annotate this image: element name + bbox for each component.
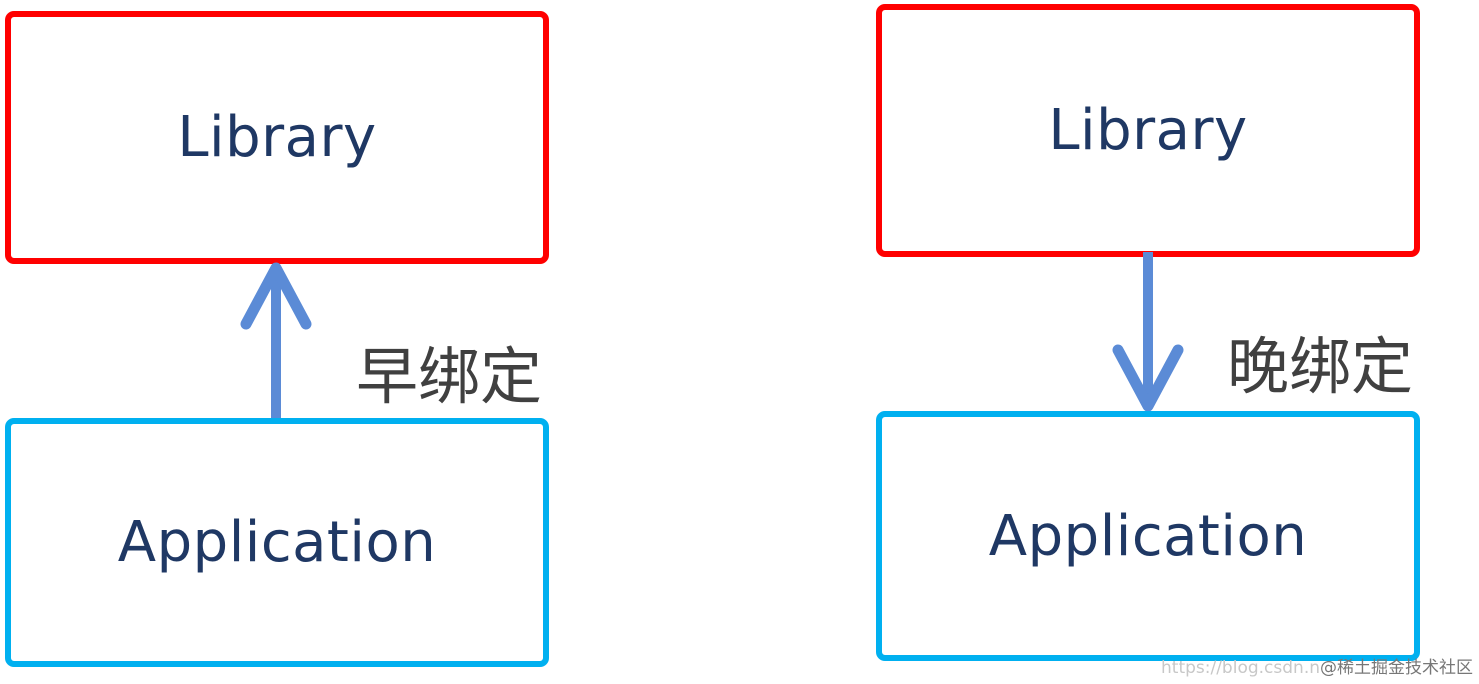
watermark-url: https://blog.csdn.n (1161, 658, 1320, 678)
late-binding-label: 晚绑定 (1227, 330, 1414, 403)
left-library-label: Library (177, 105, 377, 170)
left-application-box: Application (5, 418, 549, 667)
left-library-box: Library (5, 11, 549, 264)
watermark: https://blog.csdn.n@稀土掘金技术社区 (1161, 653, 1473, 678)
arrow-down-icon (1112, 252, 1184, 412)
arrow-up-icon (240, 262, 312, 424)
right-application-label: Application (988, 503, 1308, 569)
right-library-label: Library (1048, 98, 1248, 163)
early-binding-label: 早绑定 (356, 340, 543, 413)
right-library-box: Library (876, 4, 1420, 257)
watermark-site: @稀土掘金技术社区 (1320, 658, 1473, 678)
right-application-box: Application (876, 411, 1420, 661)
left-application-label: Application (117, 510, 437, 575)
